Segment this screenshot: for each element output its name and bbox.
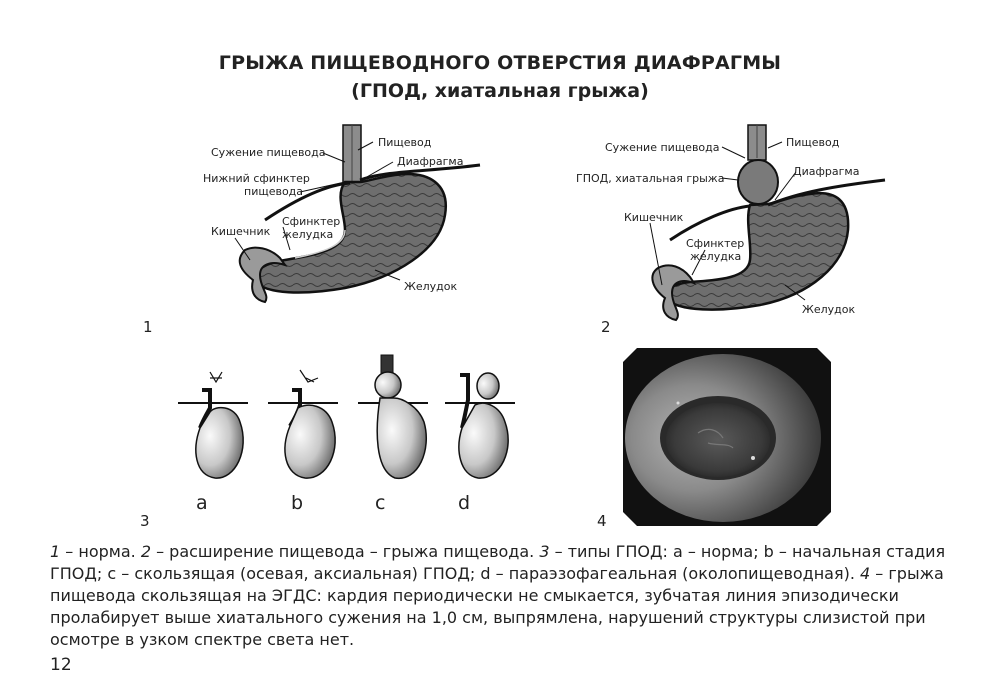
caption-num-1: 1 [50,542,61,561]
type-a-label: a [196,492,208,514]
fig1-label-diaphragm: Диафрагма [397,155,464,168]
page-title: ГРЫЖА ПИЩЕВОДНОГО ОТВЕРСТИЯ ДИАФРАГМЫ [218,52,782,74]
figure-1-number: 1 [143,318,153,336]
fig1-label-lower-sphincter-line2: пищевода [244,185,304,198]
figure-caption: 1 – норма. 2 – расширение пищевода – гры… [50,541,960,651]
caption-text-4: – грыжа пищевода скользящая на ЭГДС: кар… [50,564,944,649]
fig1-label-gastric-sphincter-line2: желудка [282,228,334,241]
fig1-label-intestine: Кишечник [211,225,271,238]
figure-2-hernia-stomach-illustration [649,124,886,322]
page-subtitle: (ГПОД, хиатальная грыжа) [351,80,649,102]
fig2-label-hernia: ГПОД, хиатальная грыжа [576,172,725,185]
page-number: 12 [50,655,72,675]
fig1-label-stomach: Желудок [404,280,458,293]
type-d-shape [445,372,515,479]
fig1-label-gastric-sphincter-line1: Сфинктер [282,215,341,228]
type-c-label: c [375,492,386,514]
figure-2-number: 2 [601,318,611,336]
caption-text-1: – норма. [60,542,141,561]
fig2-label-intestine: Кишечник [624,211,684,224]
figure-1-normal-stomach-illustration [234,124,481,304]
fig2-label-stomach: Желудок [802,303,856,316]
fig1-label-esophagus: Пищевод [378,136,432,149]
fig2-label-esophagus: Пищевод [786,136,840,149]
figure-3-number: 3 [140,512,150,530]
fig1-label-lower-sphincter-line1: Нижний сфинктер [203,172,310,185]
type-b-label: b [291,492,304,514]
figure-4-number: 4 [597,512,607,530]
figure-4-endoscopy-photo [623,348,831,526]
type-c-shape [358,354,428,479]
caption-num-2: 2 [140,542,151,561]
caption-text-3: – типы ГПОД: a – норма; b – начальная ст… [50,542,946,583]
figure-3-hernia-types-illustration [178,354,515,479]
fig1-label-esophagus-narrowing: Сужение пищевода [211,146,326,159]
fig2-label-gastric-sphincter-line2: желудка [690,250,742,263]
type-d-label: d [458,492,471,514]
fig2-label-gastric-sphincter-line1: Сфинктер [686,237,745,250]
type-b-shape [268,369,338,479]
fig2-label-diaphragm: Диафрагма [793,165,860,178]
fig2-label-esophagus-narrowing: Сужение пищевода [605,141,720,154]
caption-num-4: 4 [860,564,871,583]
caption-text-2: – расширение пищевода – грыжа пищевода. [151,542,540,561]
type-a-shape [178,371,248,479]
caption-num-3: 3 [539,542,550,561]
